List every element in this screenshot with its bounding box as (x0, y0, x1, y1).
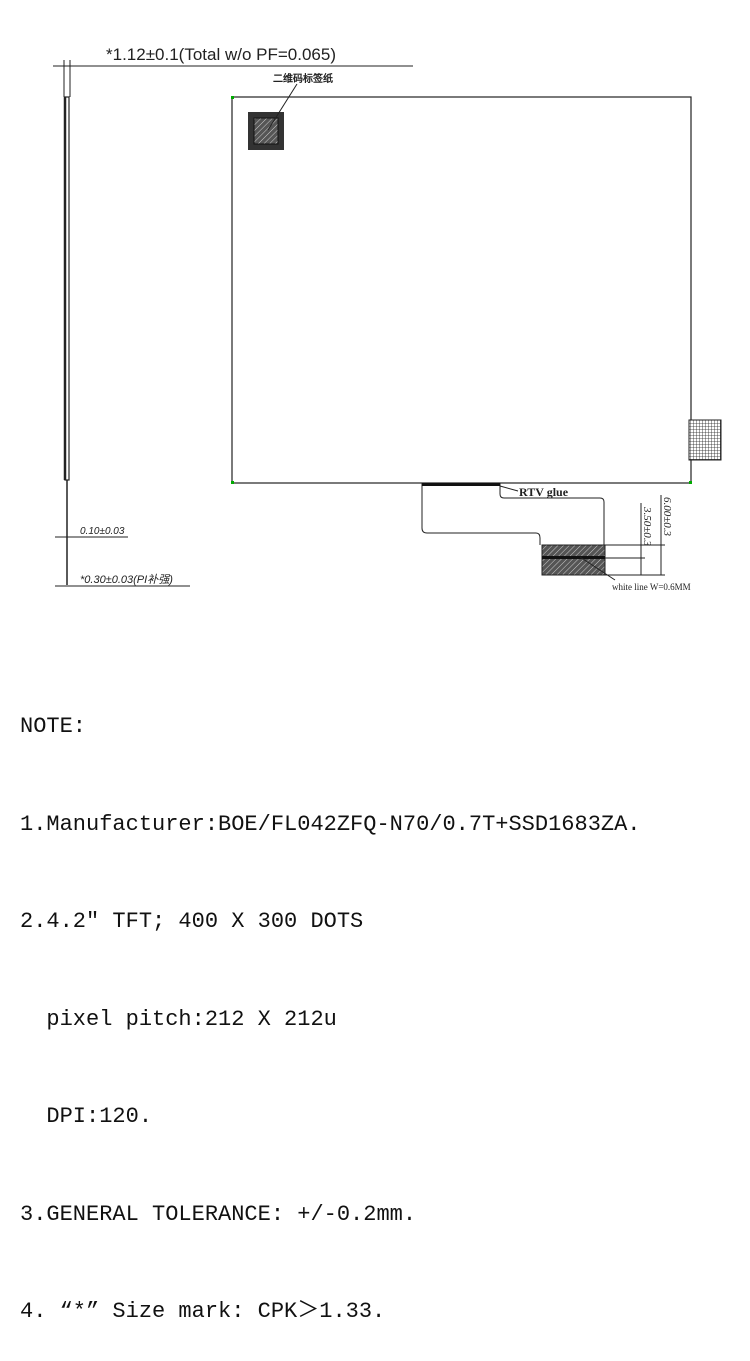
note-line: 3.GENERAL TOLERANCE: +/-0.2mm. (20, 1201, 417, 1227)
connector-mesh (688, 419, 722, 461)
qr-label (248, 83, 298, 150)
qr-label-text: 二维码标签纸 (273, 72, 333, 85)
thickness-dimension: *1.12±0.1(Total w/o PF=0.065) (106, 45, 336, 64)
fpc-thickness-dimension: 0.10±0.03 (80, 526, 125, 537)
dim-3-50: 3.50±0.3 (641, 506, 653, 547)
rtv-glue-label: RTV glue (519, 485, 569, 499)
note-line: pixel pitch:212 X 212u (20, 1006, 337, 1032)
note-line: DPI:120. (20, 1104, 153, 1129)
dim-6-00: 6.00±0.3 (661, 497, 673, 537)
fpc (421, 483, 665, 581)
notes-block: NOTE: 1.Manufacturer:BOE/FL042ZFQ-N70/0.… (20, 646, 641, 1361)
notes-title: NOTE: (20, 714, 87, 739)
note-line: 1.Manufacturer:BOE/FL042ZFQ-N70/0.7T+SSD… (20, 811, 641, 837)
note-line: 2.4.2″ TFT; 400 X 300 DOTS (20, 909, 364, 934)
side-view (53, 60, 413, 587)
mechanical-drawing: *1.12±0.1(Total w/o PF=0.065) 0.10±0.03 … (53, 45, 722, 592)
panel-outline (231, 96, 692, 484)
note-line: 4. “*” Size mark: CPK＞1.33. (20, 1299, 386, 1324)
stiffener-thickness-dimension: *0.30±0.03(PI补强) (80, 573, 173, 586)
white-line-label: white line W=0.6MM (612, 582, 691, 592)
